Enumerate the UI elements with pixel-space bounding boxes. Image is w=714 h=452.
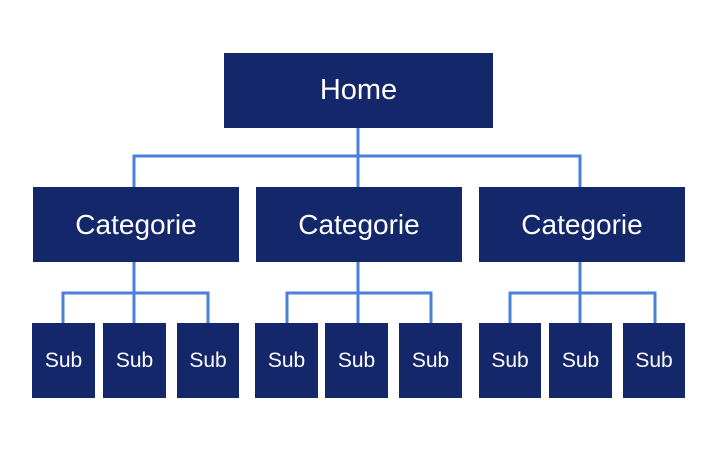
category-node: Categorie — [256, 187, 462, 262]
sub-label: Sub — [115, 348, 154, 372]
sub-node: Sub — [623, 323, 685, 398]
sub-node: Sub — [479, 323, 541, 398]
category-1-connector — [61, 262, 210, 323]
sub-node: Sub — [177, 323, 239, 398]
sub-label: Sub — [411, 348, 450, 372]
sub-label: Sub — [337, 348, 376, 372]
sub-label: Sub — [561, 348, 600, 372]
sub-label: Sub — [44, 348, 83, 372]
category-node: Categorie — [33, 187, 239, 262]
home-connector — [132, 128, 582, 187]
category-2-connector — [285, 262, 433, 323]
sub-label: Sub — [267, 348, 306, 372]
sub-node: Sub — [255, 323, 318, 398]
sub-node: Sub — [103, 323, 166, 398]
home-label: Home — [319, 74, 398, 106]
sub-node: Sub — [549, 323, 612, 398]
sub-node: Sub — [399, 323, 462, 398]
sub-node: Sub — [325, 323, 388, 398]
category-label: Categorie — [298, 208, 420, 240]
category-label: Categorie — [521, 208, 643, 240]
category-node: Categorie — [479, 187, 685, 262]
home-node: Home — [224, 53, 493, 128]
category-label: Categorie — [75, 208, 197, 240]
sub-label: Sub — [491, 348, 529, 372]
sub-node: Sub — [32, 323, 95, 398]
sub-label: Sub — [635, 348, 673, 372]
sub-label: Sub — [189, 348, 227, 372]
category-3-connector — [508, 262, 657, 323]
